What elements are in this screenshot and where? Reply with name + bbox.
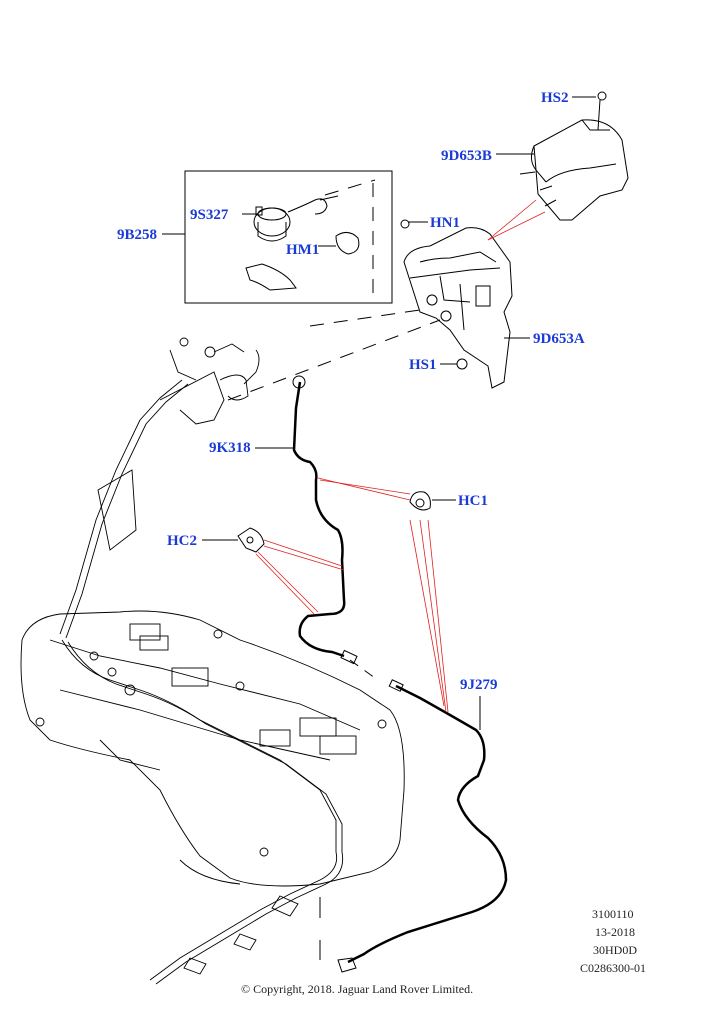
label-HN1: HN1 [430,215,460,231]
copyright-notice: © Copyright, 2018. Jaguar Land Rover Lim… [241,982,474,996]
label-9D653A: 9D653A [533,331,585,347]
clip-HM1 [318,232,360,255]
label-HM1: HM1 [286,242,320,258]
label-9S327: 9S327 [190,207,229,223]
pipe-9J279-end-bottom [337,957,357,973]
callout-HC2-d [255,553,315,615]
label-HS2: HS2 [541,90,569,106]
dashed-line-inset-top [324,179,376,196]
washer-HN1 [400,219,410,229]
pipe-9K318-end-bottom [340,649,358,665]
label-9J279: 9J279 [460,677,498,693]
pipe-9K318 [292,381,346,658]
pipe-9J279 [347,684,508,964]
callout-HC1-a [317,477,411,501]
meta-line-2: 13-2018 [595,925,635,939]
callout-9D653B-a [487,199,537,241]
canister-9D653B [519,91,629,221]
callout-HC2-b [263,545,345,571]
meta-line-1: 3100110 [592,907,634,921]
label-HS1: HS1 [409,357,437,373]
callout-9D653B-b [487,211,546,241]
valve-9S327 [242,195,339,242]
label-HC2: HC2 [167,533,197,549]
meta-line-3: 30HD0D [593,943,637,957]
callout-HC1-e [427,519,449,713]
dashed-line-inset-bottom [309,309,421,327]
clip-HC1 [409,491,431,511]
bolt-HS1 [456,358,468,370]
inset-box [184,170,393,304]
pipe-9J279-end-top [388,679,404,692]
callout-HC2-a [263,539,343,567]
callout-HC1-d [419,519,447,713]
dashed-line-pipe [227,319,441,401]
label-9B258: 9B258 [117,227,158,243]
clip-HC2 [237,527,265,553]
label-9K318: 9K318 [209,440,251,456]
bracket-9B258 [245,263,297,291]
vent-tubes [59,337,344,985]
pipe-9K318-end-top [292,375,306,389]
bracket-9D653A [403,227,513,389]
fuel-tank [20,610,405,887]
callout-HC1-b [319,479,411,495]
meta-line-4: C0286300-01 [580,961,646,975]
callout-HC1-c [409,519,445,707]
label-9D653B: 9D653B [441,148,492,164]
callout-HC2-c [257,551,319,613]
label-HC1: HC1 [458,493,488,509]
callout-lines [255,199,546,713]
